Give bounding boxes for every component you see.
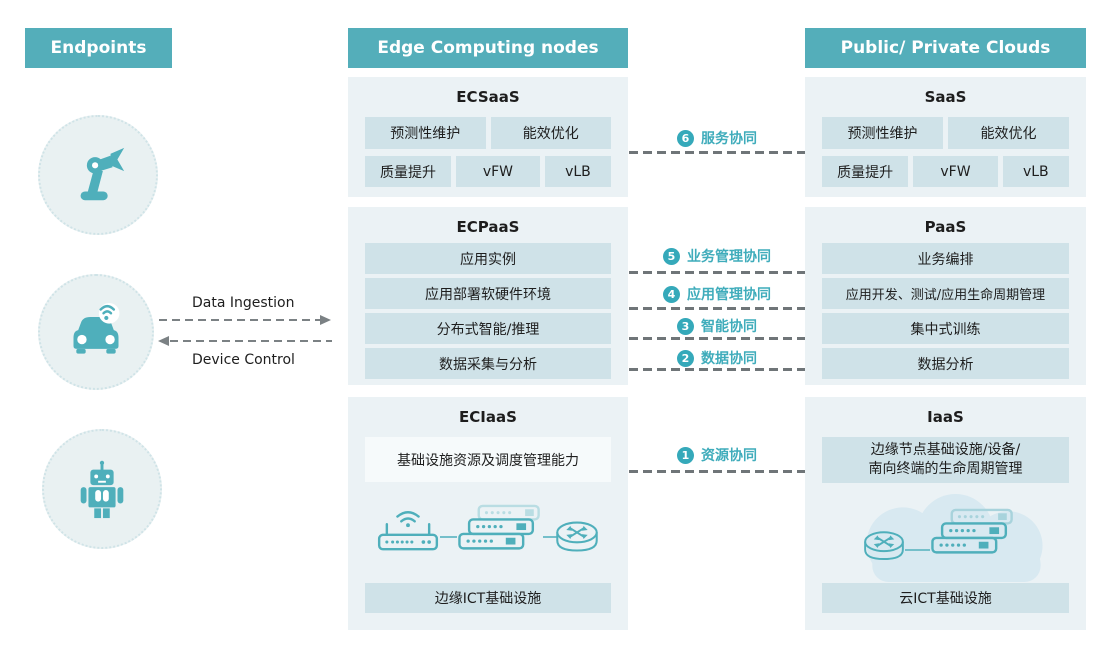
- endpoint-circle-robot: [42, 429, 162, 549]
- feature-box: 数据采集与分析: [365, 348, 611, 379]
- panel-eciaas: ECIaaS 基础设施资源及调度管理能力: [348, 397, 628, 630]
- collab-label: 应用管理协同: [687, 287, 771, 303]
- collab-number-badge: 3: [677, 317, 694, 335]
- router-icon: [864, 531, 904, 560]
- panel-title-ecsaas: ECSaaS: [456, 88, 520, 106]
- collab-item-business-mgmt: 5 业务管理协同: [629, 247, 805, 265]
- robot-icon: [80, 460, 124, 519]
- panel-iaas: IaaS 边缘节点基础设施/设备/ 南向终端的生命周期管理: [805, 397, 1086, 630]
- collab-label: 智能协同: [701, 319, 757, 335]
- data-ingestion-label: Data Ingestion: [192, 295, 295, 311]
- feature-box: 能效优化: [948, 117, 1069, 149]
- panel-title-paas: PaaS: [924, 218, 967, 236]
- feature-box: vFW: [455, 156, 540, 187]
- panel-ecpaas: ECPaaS 应用实例 应用部署软硬件环境 分布式智能/推理 数据采集与分析: [348, 207, 628, 385]
- panel-paas: PaaS 业务编排 应用开发、测试/应用生命周期管理 集中式训练 数据分析: [805, 207, 1086, 385]
- switch-stack-icon: [458, 504, 540, 550]
- collab-number-badge: 2: [677, 349, 694, 367]
- feature-box: 预测性维护: [822, 117, 943, 149]
- feature-box: 能效优化: [490, 117, 611, 149]
- panel-title-ecpaas: ECPaaS: [456, 218, 520, 236]
- panel-title-saas: SaaS: [924, 88, 967, 106]
- device-control-label: Device Control: [192, 352, 295, 368]
- arrowhead-left-icon: [158, 336, 169, 346]
- column-header-endpoints: Endpoints: [25, 28, 172, 68]
- feature-box: vLB: [1002, 156, 1069, 187]
- feature-box: vFW: [913, 156, 998, 187]
- panel-title-iaas: IaaS: [927, 408, 964, 426]
- link-line: [905, 549, 930, 551]
- collab-item-service: 6 服务协同: [629, 129, 805, 147]
- collab-label: 资源协同: [701, 448, 757, 464]
- router-icon: [556, 521, 598, 552]
- panel-ecsaas: ECSaaS 预测性维护 能效优化 质量提升 vFW vLB: [348, 77, 628, 197]
- switch-stack-icon: [931, 508, 1013, 554]
- device-control-arrow: [170, 340, 332, 342]
- capability-line-1: 边缘节点基础设施/设备/: [870, 442, 1021, 459]
- collab-item-resource: 1 资源协同: [629, 446, 805, 464]
- dashed-connector-line: [629, 337, 805, 340]
- connected-car-icon: [73, 302, 120, 354]
- collab-number-badge: 5: [663, 247, 680, 265]
- feature-box: 集中式训练: [822, 313, 1069, 344]
- collab-label: 数据协同: [701, 351, 757, 367]
- dashed-connector-line: [629, 271, 805, 274]
- feature-box: 分布式智能/推理: [365, 313, 611, 344]
- feature-box: 应用实例: [365, 243, 611, 274]
- collab-label: 业务管理协同: [687, 249, 771, 265]
- panel-title-eciaas: ECIaaS: [459, 408, 517, 426]
- dashed-connector-line: [629, 307, 805, 310]
- feature-box: 质量提升: [365, 156, 451, 187]
- capability-box: 基础设施资源及调度管理能力: [365, 437, 611, 482]
- feature-box: 质量提升: [822, 156, 909, 187]
- capability-box: 边缘节点基础设施/设备/ 南向终端的生命周期管理: [822, 437, 1069, 483]
- dashed-connector-line: [629, 151, 805, 154]
- feature-box: vLB: [544, 156, 611, 187]
- capability-line-2: 南向终端的生命周期管理: [868, 461, 1023, 477]
- dashed-connector-line: [629, 470, 805, 473]
- column-header-clouds: Public/ Private Clouds: [805, 28, 1086, 68]
- collab-number-badge: 1: [677, 446, 694, 464]
- robot-arm-icon: [80, 147, 125, 201]
- feature-box: 应用开发、测试/应用生命周期管理: [822, 278, 1069, 309]
- data-ingestion-arrow: [159, 319, 322, 321]
- link-line: [543, 536, 557, 538]
- endpoint-circle-robot-arm: [38, 115, 158, 235]
- collab-number-badge: 4: [663, 285, 680, 303]
- endpoint-circle-connected-car: [38, 274, 154, 390]
- collab-number-badge: 6: [677, 129, 694, 147]
- arrowhead-right-icon: [320, 315, 331, 325]
- collab-item-intelligence: 3 智能协同: [629, 317, 805, 335]
- wifi-router-icon: [377, 511, 439, 551]
- collab-item-app-mgmt: 4 应用管理协同: [629, 285, 805, 303]
- feature-box: 数据分析: [822, 348, 1069, 379]
- feature-box: 应用部署软硬件环境: [365, 278, 611, 309]
- collab-label: 服务协同: [701, 131, 757, 147]
- infra-box: 边缘ICT基础设施: [365, 583, 611, 613]
- feature-box: 预测性维护: [365, 117, 486, 149]
- infra-box: 云ICT基础设施: [822, 583, 1069, 613]
- link-line: [440, 536, 457, 538]
- feature-box: 业务编排: [822, 243, 1069, 274]
- panel-saas: SaaS 预测性维护 能效优化 质量提升 vFW vLB: [805, 77, 1086, 197]
- collab-item-data: 2 数据协同: [629, 349, 805, 367]
- dashed-connector-line: [629, 368, 805, 371]
- column-header-edge: Edge Computing nodes: [348, 28, 628, 68]
